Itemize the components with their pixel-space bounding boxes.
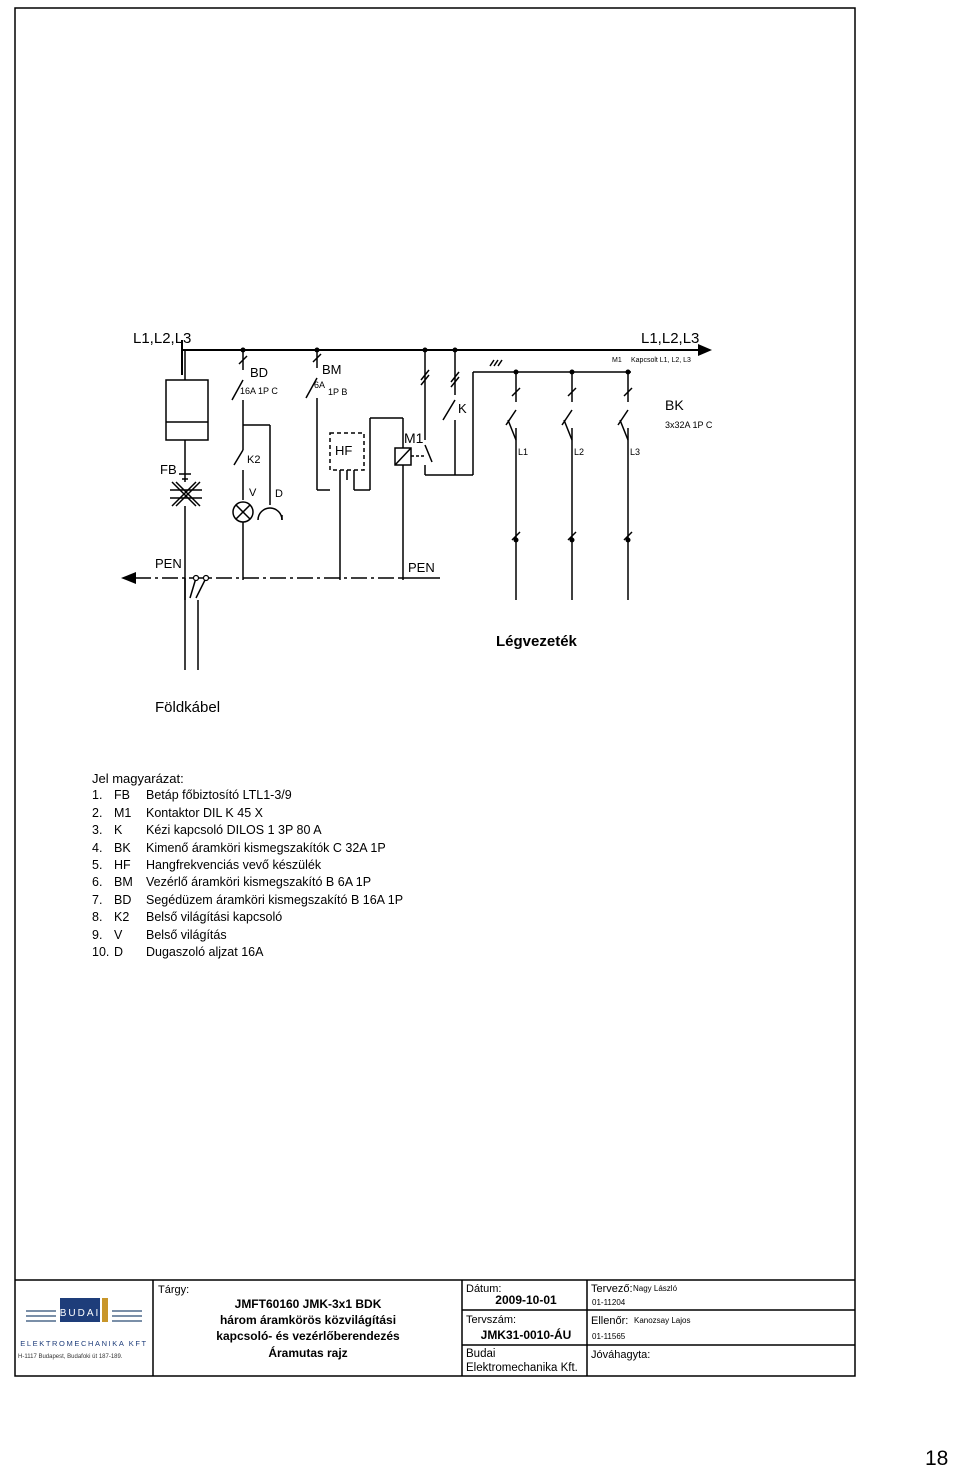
pen-label-left: PEN xyxy=(155,556,182,571)
v-label: V xyxy=(249,487,257,499)
legvezetek-label: Légvezeték xyxy=(496,633,578,650)
pen-arrow-icon xyxy=(121,572,136,584)
bm-label: BM xyxy=(322,362,342,377)
title-block-grid xyxy=(15,1279,855,1376)
bm-rating-b: 1P B xyxy=(328,387,347,397)
phase-label-l1: L1 xyxy=(518,447,528,457)
logo-mark-icon: BUDAI xyxy=(26,1298,142,1322)
m1-note-text: Kapcsolt L1, L2, L3 xyxy=(631,357,691,364)
bk-label: BK xyxy=(665,397,684,413)
m1-note-code: M1 xyxy=(612,357,622,364)
d-label: D xyxy=(275,488,283,500)
targy-line-3: kapcsoló- és vezérlőberendezés xyxy=(216,1329,400,1343)
targy-label: Tárgy: xyxy=(158,1284,190,1296)
k2-label: K2 xyxy=(247,454,260,466)
bm-rating-a: 6A xyxy=(314,380,325,390)
bd-label: BD xyxy=(250,365,268,380)
tervszam-label: Tervszám: xyxy=(466,1314,517,1326)
ellenor-label: Ellenőr: xyxy=(591,1315,629,1327)
logo-address: H-1117 Budapest, Budafoki út 187-189. xyxy=(18,1354,123,1360)
ellenor-id: 01-11565 xyxy=(592,1332,626,1341)
node-dot xyxy=(452,347,458,353)
ellenor-name: Kanozsay Lajos xyxy=(634,1316,691,1325)
m1-label: M1 xyxy=(404,430,424,446)
bus-arrow-icon xyxy=(698,344,712,356)
pen-line xyxy=(135,577,440,670)
phase-label-l2: L2 xyxy=(574,447,584,457)
phase-label-l3: L3 xyxy=(630,447,640,457)
bm-branch xyxy=(305,350,424,580)
node-dot xyxy=(569,537,575,543)
node-dot xyxy=(422,347,428,353)
fb-label: FB xyxy=(160,462,177,477)
logo-company: ELEKTROMECHANIKA KFT xyxy=(20,1339,148,1348)
jovahagyta-label: Jóváhagyta: xyxy=(591,1349,651,1361)
main-bus xyxy=(181,340,700,375)
node-dot xyxy=(513,537,519,543)
node-dot xyxy=(569,369,575,375)
fb-fuse-symbol xyxy=(165,350,209,600)
tervezo-label: Tervező: xyxy=(591,1283,633,1295)
page-number: 18 xyxy=(925,1447,949,1470)
datum-value: 2009-10-01 xyxy=(495,1293,557,1307)
targy-line-2: három áramkörös közvilágítási xyxy=(219,1313,397,1327)
legend-title: Jel magyarázat: xyxy=(92,771,184,786)
company-line-2: Elektromechanika Kft. xyxy=(466,1362,578,1374)
bus-label-left: L1,L2,L3 xyxy=(133,330,191,347)
foldkabel-label: Földkábel xyxy=(155,699,220,716)
node-dot xyxy=(240,347,246,353)
company-line-1: Budai xyxy=(466,1348,496,1360)
tervezo-id: 01-11204 xyxy=(592,1298,626,1307)
hf-label: HF xyxy=(335,443,352,458)
bk-rating: 3x32A 1P C xyxy=(665,420,713,430)
node-dot xyxy=(625,369,631,375)
node-dot xyxy=(192,574,200,582)
bus-label-right: L1,L2,L3 xyxy=(641,330,699,347)
bk-outputs xyxy=(505,372,633,600)
node-dot xyxy=(314,347,320,353)
drawing-frame xyxy=(14,7,856,1377)
node-dot xyxy=(625,537,631,543)
company-logo: BUDAI ELEKTROMECHANIKA KFT H-1117 Budape… xyxy=(18,1296,150,1360)
bd-branch xyxy=(231,350,283,580)
m1-k-branch xyxy=(420,350,631,476)
node-dot xyxy=(513,369,519,375)
bd-rating: 16A 1P C xyxy=(240,386,278,396)
targy-line-4: Áramutas rajz xyxy=(268,1346,348,1360)
tervezo-name: Nagy László xyxy=(633,1284,678,1293)
pen-label-right: PEN xyxy=(408,560,435,575)
logo-letters: BUDAI xyxy=(60,1308,101,1319)
tervszam-value: JMK31-0010-ÁU xyxy=(480,1328,572,1342)
node-dot xyxy=(202,574,210,582)
k-label: K xyxy=(458,401,467,416)
targy-line-1: JMFT60160 JMK-3x1 BDK xyxy=(234,1297,382,1311)
datum-label: Dátum: xyxy=(466,1283,502,1295)
